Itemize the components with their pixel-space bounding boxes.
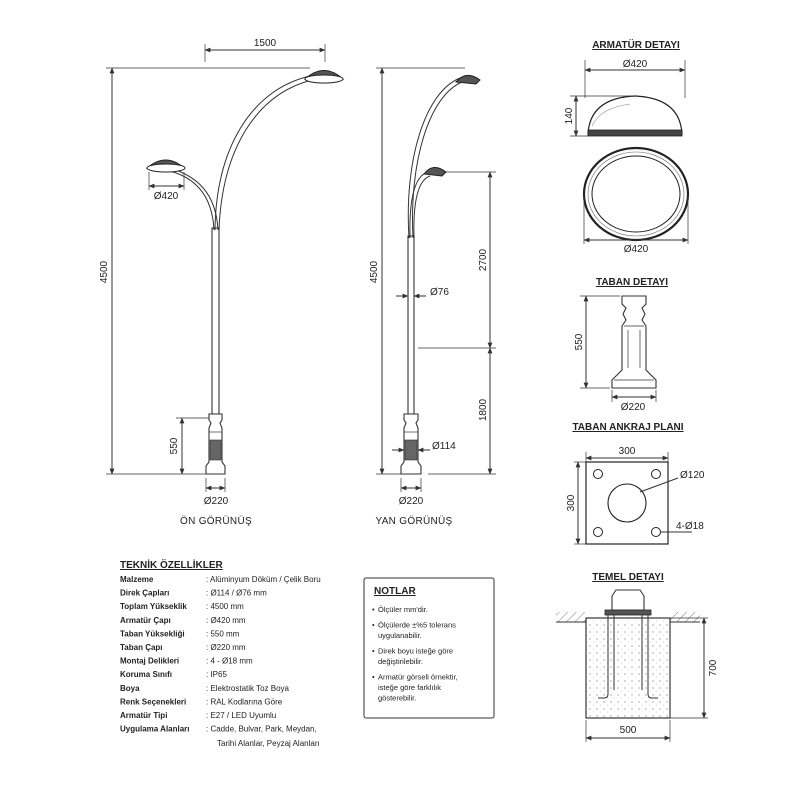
foundation-concrete	[585, 617, 671, 719]
spec-key: Direk Çapları	[120, 589, 169, 598]
fixture-detail: ARMATÜR DETAYI Ø420 140 Ø420	[564, 38, 690, 255]
side-view: 4500 2700 1800 Ø76 Ø114 Ø220	[369, 67, 496, 527]
anchor-bolt-hole	[651, 527, 661, 537]
fixture-top-dim: Ø420	[623, 59, 648, 70]
side-upper-pipe-dim: Ø76	[430, 287, 449, 298]
spec-value: : 4 - Ø18 mm	[206, 657, 253, 666]
notes-box: NOTLAR •Ölçüler mm'dir.•Ölçülerde ±%5 to…	[363, 577, 495, 719]
foundation-detail: TEMEL DETAYI 700 500	[556, 572, 719, 742]
fixture-height-dim: 140	[564, 107, 575, 124]
fixture-bottom-dim: Ø420	[624, 244, 649, 255]
anchor-bolt-hole	[651, 469, 661, 479]
anchor-plan-title: TABAN ANKRAJ PLANI	[572, 422, 683, 433]
front-height-dim: 4500	[99, 260, 110, 283]
spec-value: : 4500 mm	[206, 602, 244, 611]
foundation-title: TEMEL DETAYI	[592, 572, 664, 583]
spec-value: : Ø220 mm	[206, 643, 246, 652]
foundation-width-dim: 500	[620, 725, 637, 736]
side-base-dia-dim: Ø220	[399, 496, 424, 507]
anchor-height-dim: 300	[566, 494, 577, 511]
spec-value: : Elektrostatik Toz Boya	[206, 684, 290, 693]
fixture-dome	[587, 95, 683, 135]
notes-title: NOTLAR	[374, 586, 416, 597]
front-fixture-dim: Ø420	[154, 191, 179, 202]
side-lower-fixture	[423, 167, 447, 177]
anchor-center-hole	[607, 483, 647, 523]
base-detail-title: TABAN DETAYI	[596, 277, 668, 288]
front-base-dia-dim: Ø220	[204, 496, 229, 507]
note-line: isteğe göre farklılık	[378, 683, 441, 692]
anchor-bolt-hole	[593, 469, 603, 479]
side-view-caption: YAN GÖRÜNÜŞ	[375, 515, 452, 527]
base-detail: TABAN DETAYI 550 Ø220	[574, 277, 668, 413]
anchor-width-dim: 300	[619, 446, 636, 457]
spec-key: Uygulama Alanları	[120, 725, 190, 734]
spec-key: Malzeme	[120, 575, 154, 584]
specs-table: TEKNİK ÖZELLİKLER Malzeme : Alüminyum Dök…	[120, 558, 321, 748]
anchor-bolt	[598, 615, 609, 699]
spec-key: Boya	[120, 684, 140, 693]
note-line: Ölçüler mm'dir.	[378, 605, 428, 614]
front-right-arm	[214, 75, 311, 231]
anchor-bolts-dim: 4-Ø18	[676, 521, 704, 532]
spec-value: : 550 mm	[206, 629, 240, 638]
base-height-dim: 550	[574, 333, 585, 350]
foundation-height-dim: 700	[708, 659, 719, 676]
side-upper-arm	[407, 77, 461, 239]
spec-value: : Alüminyum Döküm / Çelik Boru	[206, 575, 321, 584]
front-view: 1500 4500 550 Ø420 Ø	[99, 38, 345, 527]
spec-key: Toplam Yükseklik	[120, 602, 187, 611]
note-bullet: •	[372, 647, 375, 656]
fixture-detail-title: ARMATÜR DETAYI	[592, 38, 680, 51]
spec-value: : Ø420 mm	[206, 616, 246, 625]
spec-value: : IP65	[206, 670, 227, 679]
note-line: değiştirilebilir.	[378, 657, 423, 666]
anchor-hole-dim: Ø120	[680, 470, 705, 481]
anchor-bolt-hole	[593, 527, 603, 537]
note-line: Direk boyu isteğe göre	[378, 647, 453, 656]
note-line: Armatür görseli örnektir,	[378, 673, 458, 682]
front-pole	[211, 227, 220, 415]
spec-value: : E27 / LED Uyumlu	[206, 711, 276, 720]
spec-value: : Ø114 / Ø76 mm	[206, 589, 267, 598]
side-lower-pipe-dim: Ø114	[432, 441, 456, 452]
note-bullet: •	[372, 673, 375, 682]
spec-value: : RAL Kodlarına Göre	[206, 697, 283, 706]
note-bullet: •	[372, 605, 375, 614]
front-width-dim: 1500	[254, 38, 277, 49]
note-bullet: •	[372, 621, 375, 630]
note-line: Ölçülerde ±%5 tolerans	[378, 621, 456, 630]
specs-title: TEKNİK ÖZELLİKLER	[120, 558, 224, 571]
spec-key: Montaj Delikleri	[120, 657, 179, 666]
spec-key: Renk Seçenekleri	[120, 697, 186, 706]
side-upper-dim: 2700	[478, 248, 489, 271]
spec-value: : Cadde, Bulvar, Park, Meydan,	[206, 725, 317, 734]
front-view-caption: ÖN GÖRÜNÜŞ	[180, 515, 252, 527]
spec-key: Taban Yüksekliği	[120, 629, 185, 638]
anchor-plan: TABAN ANKRAJ PLANI 300 300 Ø120 4-Ø18	[566, 422, 705, 545]
side-height-dim: 4500	[369, 260, 380, 283]
side-pole	[407, 235, 415, 415]
front-base-height-dim: 550	[169, 437, 180, 454]
note-line: gösterebilir.	[378, 694, 416, 703]
spec-key: Taban Çapı	[120, 643, 163, 652]
spec-key: Armatür Tipi	[120, 711, 167, 720]
side-upper-fixture	[455, 75, 481, 85]
spec-key: Armatür Çapı	[120, 616, 171, 625]
spec-key: Koruma Sınıfı	[120, 670, 172, 679]
base-body	[611, 295, 657, 389]
side-lower-dim: 1800	[478, 398, 489, 421]
spec-value-continuation: Tarihi Alanlar, Peyzaj Alanları	[217, 739, 320, 748]
note-line: uygulanabilir.	[378, 631, 422, 640]
anchor-bolt	[647, 615, 658, 699]
base-dia-dim: Ø220	[621, 402, 646, 413]
